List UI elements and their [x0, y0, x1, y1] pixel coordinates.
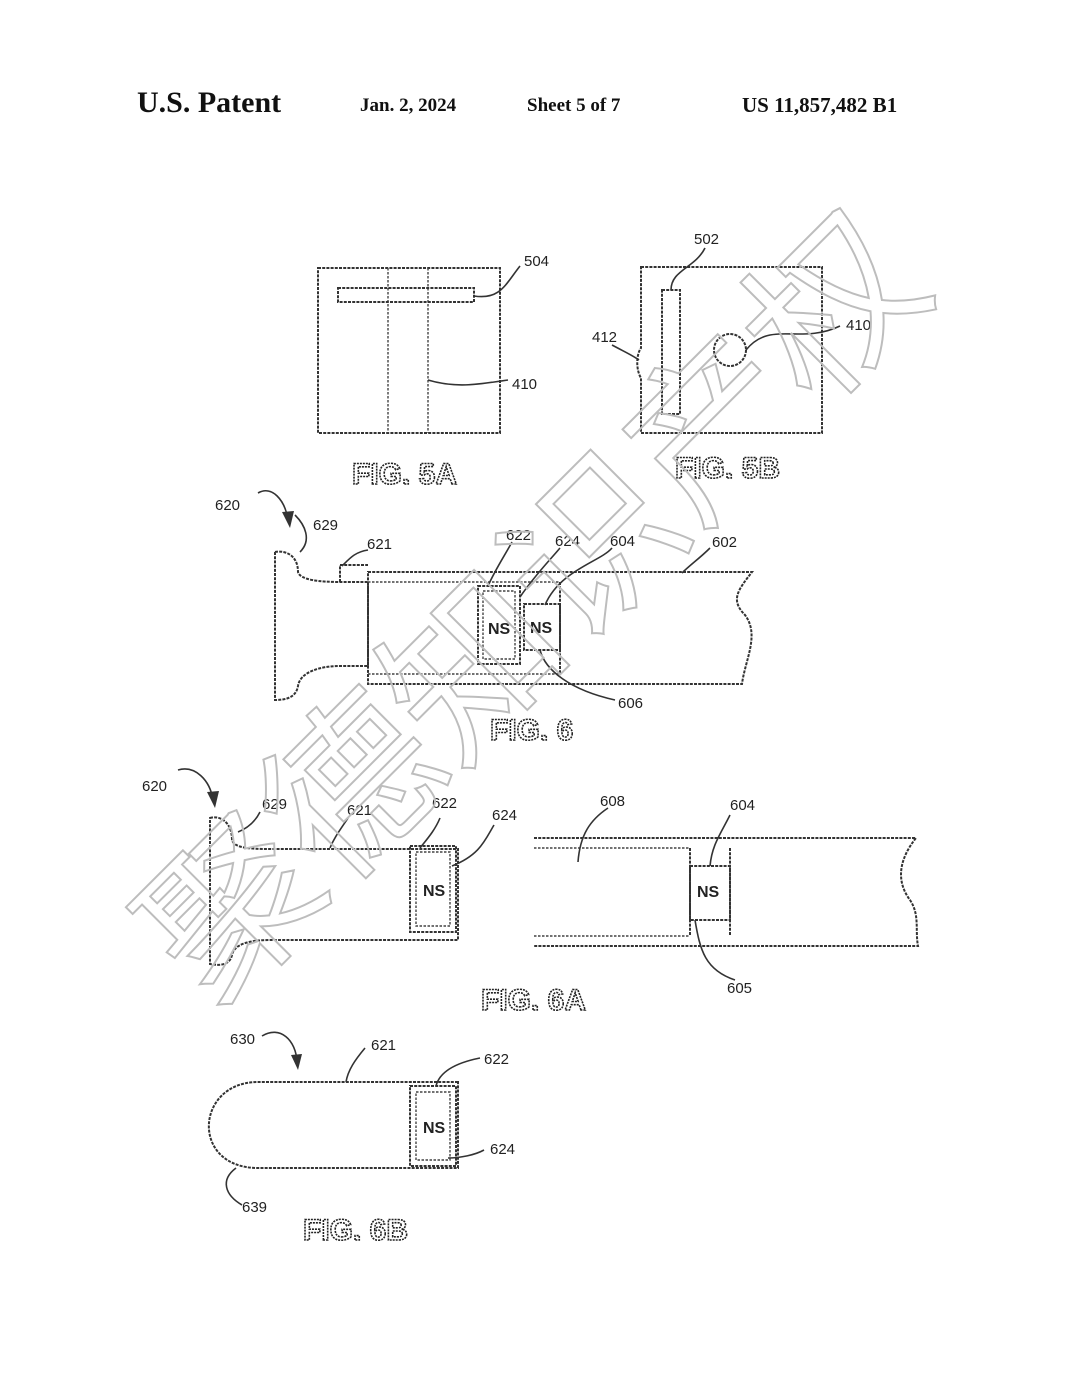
fig5a-label: FIG. 5A [352, 458, 457, 491]
ref-629a: 629 [262, 796, 287, 813]
ref-622b: 622 [484, 1051, 509, 1068]
ref-606: 606 [618, 695, 643, 712]
ref-629: 629 [313, 517, 338, 534]
fig6a-label: FIG. 6A [481, 984, 586, 1017]
header-patent-number: US 11,857,482 B1 [742, 93, 898, 117]
ref-604a: 604 [730, 797, 755, 814]
ref-622: 622 [506, 527, 531, 544]
ref-604: 604 [610, 533, 635, 550]
fig6-plug [274, 550, 369, 702]
fig6a-cup-622 [409, 845, 457, 933]
ref-621b: 621 [371, 1037, 396, 1054]
header-sheet: Sheet 5 of 7 [527, 95, 621, 116]
fig6-label: FIG. 6 [490, 714, 573, 747]
fig6-tube-602 [367, 571, 755, 685]
ref-620a: 620 [142, 778, 167, 795]
ref-608: 608 [600, 793, 625, 810]
ref-639: 639 [242, 1199, 267, 1216]
fig6b-magnet-label: NS [423, 1120, 446, 1137]
watermark: 聚德知识产权 [104, 178, 965, 1039]
ref-410b: 410 [846, 317, 871, 334]
fig6a-magnet-604 [689, 865, 731, 921]
header-date: Jan. 2, 2024 [360, 95, 457, 116]
fig6b-label: FIG. 6B [303, 1214, 408, 1247]
fig6-magnet-2-label: NS [530, 620, 553, 637]
ref-410: 410 [512, 376, 537, 393]
ref-624: 624 [555, 533, 580, 550]
fig6b-cup-622 [409, 1085, 457, 1167]
fig-6b: NS 630 621 622 624 639 FIG. 6B [207, 1031, 515, 1248]
fig-5b: 502 412 410 FIG. 5B [592, 231, 871, 486]
fig6a-magnet-1-label: NS [423, 883, 446, 900]
fig6b-body [207, 1081, 459, 1169]
fig6-magnet-1-label: NS [488, 621, 511, 638]
ref-621: 621 [367, 536, 392, 553]
fig5b-label: FIG. 5B [675, 452, 780, 485]
ref-605: 605 [727, 980, 752, 997]
header-left: U.S. Patent [137, 86, 282, 119]
ref-622a: 622 [432, 795, 457, 812]
ref-502: 502 [694, 231, 719, 248]
fig6a-plug [209, 816, 459, 966]
fig6-cup-622 [477, 585, 521, 665]
fig6a-tube-608 [534, 837, 920, 947]
fig-5a: 504 410 FIG. 5A [317, 253, 549, 492]
ref-504: 504 [524, 253, 549, 270]
fig5b-housing [636, 266, 823, 434]
ref-624b: 624 [490, 1141, 515, 1158]
ref-602: 602 [712, 534, 737, 551]
fig6-magnet-604 [523, 603, 561, 651]
fig6a-magnet-2-label: NS [697, 884, 720, 901]
ref-630: 630 [230, 1031, 255, 1048]
fig-6a: NS NS 620 629 621 622 624 608 604 605 FI… [142, 768, 920, 1018]
fig5a-element-504 [337, 287, 475, 303]
ref-412: 412 [592, 329, 617, 346]
fig-6: NS NS 620 629 621 622 624 604 602 606 FI… [215, 490, 755, 748]
ref-621a: 621 [347, 802, 372, 819]
ref-624a: 624 [492, 807, 517, 824]
ref-620: 620 [215, 497, 240, 514]
fig5a-housing [317, 267, 501, 434]
